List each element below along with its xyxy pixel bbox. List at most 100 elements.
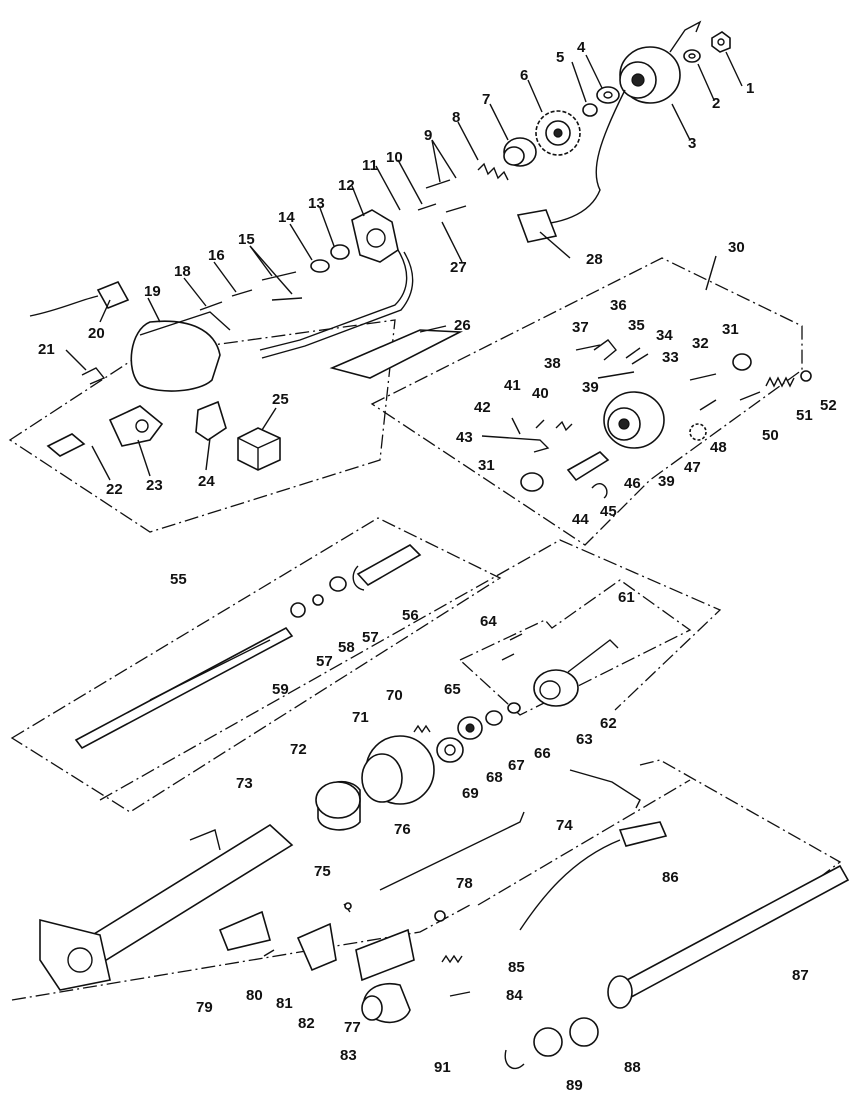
callout-31b: 31 bbox=[478, 457, 495, 474]
callout-33: 33 bbox=[662, 349, 679, 366]
part-6-gear bbox=[535, 110, 581, 156]
callout-6: 6 bbox=[520, 67, 528, 84]
part-72-cylinder bbox=[315, 781, 361, 831]
part-83-cylinder bbox=[361, 983, 411, 1024]
callout-3: 3 bbox=[688, 135, 696, 152]
part-23-actuator bbox=[108, 405, 164, 447]
callout-38: 38 bbox=[544, 355, 561, 372]
part-47-gear bbox=[689, 423, 707, 441]
part-7-cam bbox=[503, 137, 537, 167]
callout-26: 26 bbox=[454, 317, 471, 334]
part-8-spring bbox=[477, 162, 509, 181]
callout-45: 45 bbox=[600, 503, 617, 520]
callout-47: 47 bbox=[684, 459, 701, 476]
callout-20: 20 bbox=[88, 325, 105, 342]
part-40-42-parts bbox=[511, 417, 573, 435]
callout-66: 66 bbox=[534, 745, 551, 762]
part-44-bracket bbox=[566, 451, 610, 482]
part-21-clip bbox=[81, 367, 106, 385]
part-57-nut bbox=[329, 576, 347, 592]
part-75-screw bbox=[343, 902, 352, 913]
callout-23: 23 bbox=[146, 477, 163, 494]
callout-24: 24 bbox=[198, 473, 215, 490]
callout-31a: 31 bbox=[722, 321, 739, 338]
callout-73: 73 bbox=[236, 775, 253, 792]
callout-25: 25 bbox=[272, 391, 289, 408]
part-4-washer bbox=[596, 86, 620, 104]
callout-77: 77 bbox=[344, 1019, 361, 1036]
callout-50: 50 bbox=[762, 427, 779, 444]
callout-65: 65 bbox=[444, 681, 461, 698]
group-outline-74-86 bbox=[477, 779, 691, 906]
callout-83: 83 bbox=[340, 1047, 357, 1064]
part-14-ring bbox=[310, 259, 330, 273]
callout-4: 4 bbox=[577, 39, 586, 56]
callout-75: 75 bbox=[314, 863, 331, 880]
callout-59: 59 bbox=[272, 681, 289, 698]
part-66-ring bbox=[507, 702, 521, 714]
part-46-housing bbox=[603, 391, 665, 449]
callout-79: 79 bbox=[196, 999, 213, 1016]
part-88-bearing bbox=[569, 1017, 599, 1047]
part-86-switch bbox=[519, 821, 668, 931]
part-9-screws bbox=[425, 179, 467, 213]
part-84-screw bbox=[449, 991, 471, 997]
callout-86: 86 bbox=[662, 869, 679, 886]
callout-68: 68 bbox=[486, 769, 503, 786]
callout-48: 48 bbox=[710, 439, 727, 456]
part-67-ring bbox=[485, 710, 503, 726]
callout-89: 89 bbox=[566, 1077, 583, 1094]
part-3-steering-wheel-hub bbox=[524, 20, 702, 226]
part-68-bearing bbox=[457, 716, 483, 740]
part-76-rod bbox=[379, 811, 525, 891]
part-51-spring bbox=[765, 376, 795, 388]
part-16-pin bbox=[231, 289, 253, 297]
callout-91: 91 bbox=[434, 1059, 451, 1076]
callout-39b: 39 bbox=[658, 473, 675, 490]
callout-7: 7 bbox=[482, 91, 490, 108]
callout-21: 21 bbox=[38, 341, 55, 358]
part-5-ring bbox=[582, 103, 598, 117]
part-45-spring bbox=[591, 482, 608, 499]
callout-71: 71 bbox=[352, 709, 369, 726]
part-87-shaft bbox=[607, 864, 850, 1009]
callout-64: 64 bbox=[480, 613, 497, 630]
callout-35: 35 bbox=[628, 317, 645, 334]
callout-76: 76 bbox=[394, 821, 411, 838]
callout-44: 44 bbox=[572, 511, 589, 528]
part-57b-nut bbox=[290, 602, 306, 618]
part-59-shaft bbox=[74, 626, 294, 750]
callout-80: 80 bbox=[246, 987, 263, 1004]
callout-61: 61 bbox=[618, 589, 635, 606]
part-12-bearing-housing bbox=[351, 209, 399, 263]
part-91-clip bbox=[504, 1049, 525, 1069]
callout-52: 52 bbox=[820, 397, 837, 414]
part-18-rod bbox=[199, 301, 223, 311]
group-outlines bbox=[8, 257, 842, 1001]
part-71-housing bbox=[361, 735, 435, 805]
callout-40: 40 bbox=[532, 385, 549, 402]
part-34-35-screws bbox=[625, 347, 649, 365]
callout-72: 72 bbox=[290, 741, 307, 758]
group-outline-61 bbox=[458, 579, 692, 716]
group-outline-61-to-71 bbox=[99, 539, 722, 801]
callout-55: 55 bbox=[170, 571, 187, 588]
callout-18: 18 bbox=[174, 263, 191, 280]
callout-37: 37 bbox=[572, 319, 589, 336]
part-69-washer bbox=[436, 737, 464, 763]
callout-27: 27 bbox=[450, 259, 467, 276]
callout-58: 58 bbox=[338, 639, 355, 656]
callout-10: 10 bbox=[386, 149, 403, 166]
group-outline-30 bbox=[370, 257, 803, 546]
callout-19: 19 bbox=[144, 283, 161, 300]
callout-2: 2 bbox=[712, 95, 720, 112]
part-43-lever bbox=[481, 435, 550, 453]
callout-56: 56 bbox=[402, 607, 419, 624]
callout-9: 9 bbox=[424, 127, 432, 144]
part-20-buzzer-switch bbox=[29, 280, 130, 317]
callout-5: 5 bbox=[556, 49, 564, 66]
part-25-block bbox=[237, 427, 281, 471]
callout-51: 51 bbox=[796, 407, 813, 424]
